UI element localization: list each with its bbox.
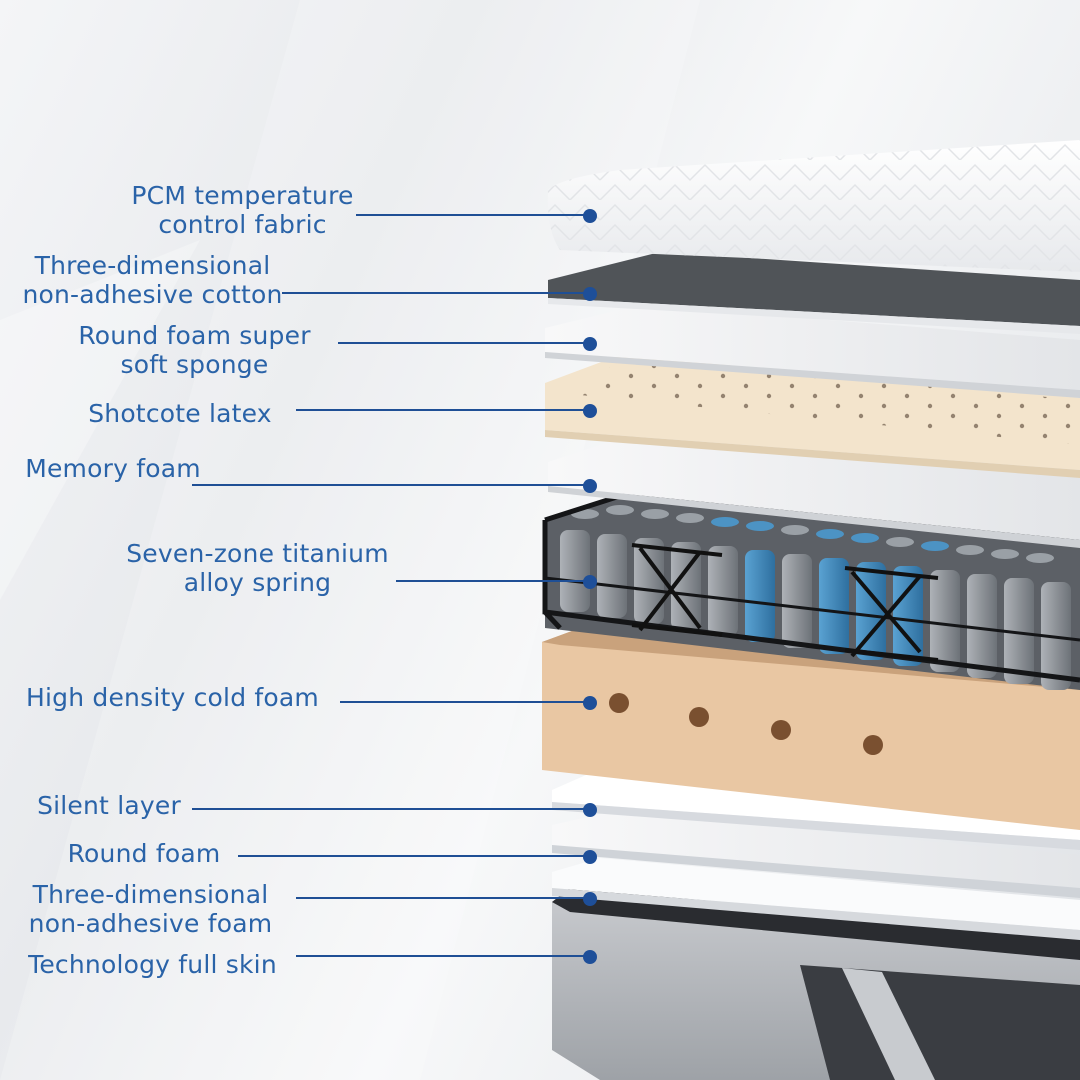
dot-pcm <box>583 209 597 223</box>
leader-foam3d <box>296 897 590 899</box>
dot-cotton3d <box>583 287 597 301</box>
round-foam-layer <box>552 812 1080 898</box>
leader-pcm <box>356 214 590 216</box>
spring-brackets <box>631 543 939 662</box>
memory-foam-layer <box>548 432 1080 548</box>
leader-cotton3d <box>282 292 590 294</box>
dot-silent <box>583 803 597 817</box>
dot-sponge <box>583 337 597 351</box>
leader-silent <box>192 808 590 810</box>
label-latex: Shotcote latex <box>88 399 272 428</box>
leader-coldfoam <box>340 701 590 703</box>
leader-spring <box>396 580 590 582</box>
dot-spring <box>583 575 597 589</box>
label-silent: Silent layer <box>37 791 181 820</box>
label-coldfoam: High density cold foam <box>26 683 319 712</box>
label-roundfoam: Round foam <box>67 839 221 868</box>
leader-skin <box>296 955 590 957</box>
label-memory: Memory foam <box>25 454 201 483</box>
latex-layer <box>545 355 1080 478</box>
cotton3d-layer <box>548 252 1080 334</box>
leader-roundfoam <box>238 855 590 857</box>
dot-coldfoam <box>583 696 597 710</box>
foam3d-layer <box>552 858 1080 940</box>
sponge-layer <box>545 305 1080 398</box>
leader-memory <box>192 484 590 486</box>
spring-layer <box>542 493 1080 690</box>
dot-skin <box>583 950 597 964</box>
leader-sponge <box>338 342 590 344</box>
dot-latex <box>583 404 597 418</box>
label-skin: Technology full skin <box>28 950 277 979</box>
spring-tops <box>571 505 1054 563</box>
dot-roundfoam <box>583 850 597 864</box>
pcm-layer <box>547 140 1080 272</box>
dot-memory <box>583 479 597 493</box>
dot-foam3d <box>583 892 597 906</box>
leader-latex <box>296 409 590 411</box>
background-glow <box>0 0 700 1080</box>
cold-foam-layer <box>542 628 1080 830</box>
spring-coils <box>560 530 1071 690</box>
